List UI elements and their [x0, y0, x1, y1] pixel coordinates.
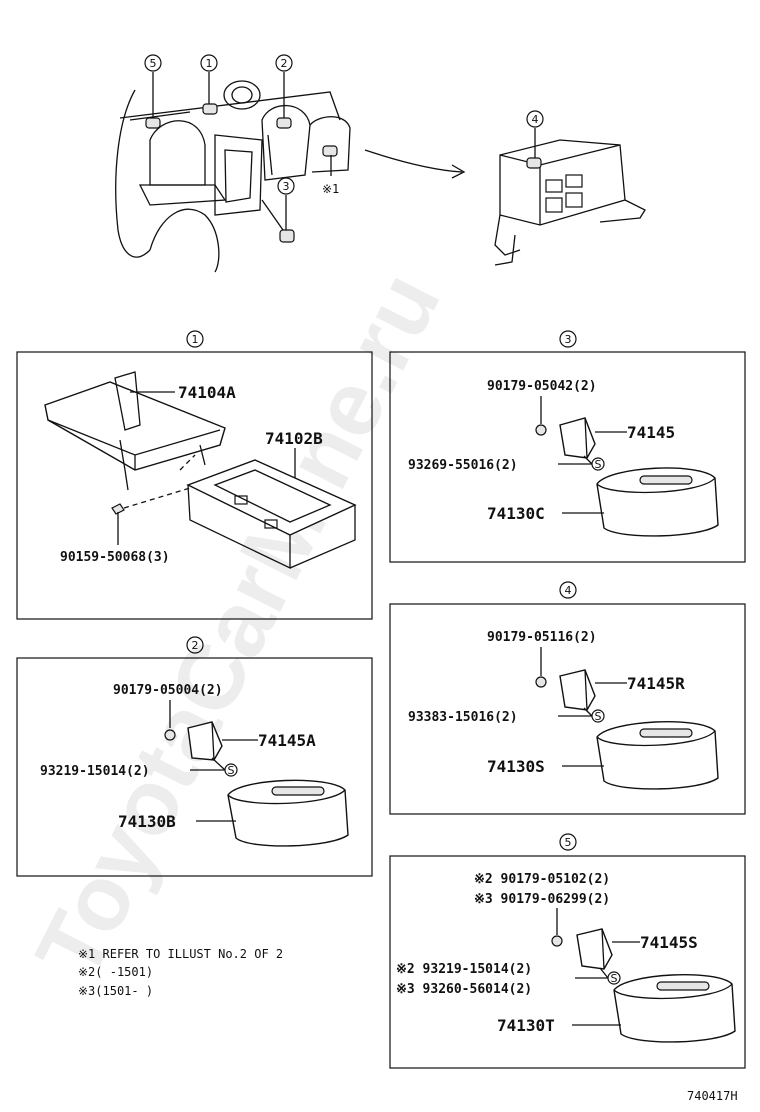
label-74130S: 74130S: [487, 757, 545, 776]
tray-74130C: [596, 467, 719, 537]
section-2: 2 90179-05004(2) 74145A 93219-15014(2) S…: [16, 636, 373, 877]
nut-icon: [535, 676, 547, 688]
label-74130C: 74130C: [487, 504, 545, 523]
label-74145: 74145: [627, 423, 675, 442]
label-90159-50068: 90159-50068(3): [60, 550, 170, 565]
section-4-box: [389, 603, 746, 815]
label-90179-06299: ※3 90179-06299(2): [474, 892, 610, 907]
label-90179-05042: 90179-05042(2): [487, 379, 597, 394]
label-93219-15014: 93219-15014(2): [40, 764, 150, 779]
svg-text:2: 2: [281, 57, 288, 70]
section-3-box: [389, 351, 746, 563]
overview-illustration: 5 1 2 3 ※1 4: [115, 54, 646, 273]
tray-icon-4: [526, 157, 542, 169]
svg-text:4: 4: [532, 113, 539, 126]
bracket-part: [559, 417, 596, 459]
svg-text:5: 5: [150, 57, 157, 70]
svg-text:1: 1: [206, 57, 213, 70]
tray-74130S: [596, 721, 719, 790]
screw-icon: [111, 503, 125, 515]
tray-74130B: [227, 779, 349, 847]
bracket-part: [559, 669, 596, 711]
callout-2: 2: [275, 54, 293, 72]
label-93260-56014: ※3 93260-56014(2): [396, 982, 532, 997]
tray-icon-3: [279, 229, 295, 243]
label-90179-05004: 90179-05004(2): [113, 683, 223, 698]
callout-4: 4: [526, 110, 544, 128]
note-3: ※3(1501- ): [78, 984, 153, 998]
section-2-box: [16, 657, 373, 877]
section-4: 4 90179-05116(2) 74145R 93383-15016(2) S…: [389, 581, 746, 815]
label-74145S: 74145S: [640, 933, 698, 952]
screw-mark-3: S: [595, 458, 602, 471]
tray-74130T: [613, 974, 736, 1043]
screw-mark-4: S: [595, 710, 602, 723]
label-74102B: 74102B: [265, 429, 323, 448]
label-74130T: 74130T: [497, 1016, 555, 1035]
callout-5: 5: [144, 54, 162, 72]
callout-3: 3: [277, 177, 295, 195]
screw-mark-5: S: [611, 972, 618, 985]
label-90179-05116: 90179-05116(2): [487, 630, 597, 645]
section-5-box: [389, 855, 746, 1069]
bracket-part: [576, 928, 613, 970]
section-3: 3 90179-05042(2) 74145 93269-55016(2) S …: [389, 330, 746, 563]
label-90179-05102: ※2 90179-05102(2): [474, 872, 610, 887]
section-2-number: 2: [192, 639, 199, 652]
overview-arrow: [364, 149, 463, 173]
label-74145R: 74145R: [627, 674, 685, 693]
section-1-box: [16, 351, 373, 620]
svg-text:3: 3: [283, 180, 290, 193]
section-5: 5 ※2 90179-05102(2) ※3 90179-06299(2) 74…: [389, 833, 746, 1069]
nut-icon: [164, 729, 176, 741]
label-93219-15014-b: ※2 93219-15014(2): [396, 962, 532, 977]
tray-icon-2: [276, 117, 292, 129]
nut-icon: [535, 424, 547, 436]
nut-icon: [551, 935, 563, 947]
note-2: ※2( -1501): [78, 965, 153, 979]
watermark: ToyotaCarMine.ru: [17, 257, 460, 994]
section-5-number: 5: [565, 836, 572, 849]
section-4-number: 4: [565, 584, 572, 597]
label-93383-15016: 93383-15016(2): [408, 710, 518, 725]
drawing-code: 740417H: [687, 1089, 738, 1103]
callout-1: 1: [200, 54, 218, 72]
ref-mark-1: ※1: [322, 182, 339, 196]
tray-icon-ref: [322, 145, 338, 157]
note-1: ※1 REFER TO ILLUST No.2 OF 2: [78, 947, 283, 961]
section-3-number: 3: [565, 333, 572, 346]
notes: ※1 REFER TO ILLUST No.2 OF 2 ※2( -1501) …: [78, 947, 283, 998]
label-74145A: 74145A: [258, 731, 316, 750]
screw-mark-2: S: [228, 764, 235, 777]
tray-icon-5: [145, 117, 161, 129]
section-1: 1 74104A 74102B 90159-50068(3): [16, 330, 373, 620]
section-1-number: 1: [192, 333, 199, 346]
label-74130B: 74130B: [118, 812, 176, 831]
label-74104A: 74104A: [178, 383, 236, 402]
tray-icon-1: [202, 103, 218, 115]
label-93269-55016: 93269-55016(2): [408, 458, 518, 473]
